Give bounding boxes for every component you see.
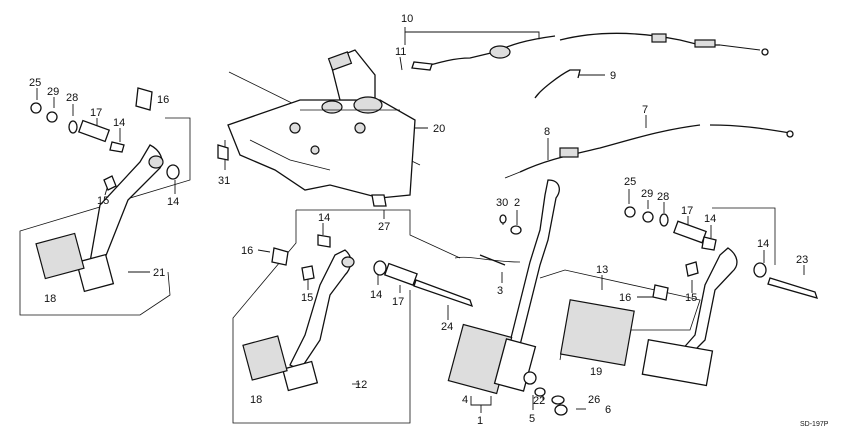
callout-1: 1 [477, 415, 483, 427]
callout-14: 14 [167, 196, 179, 208]
leader-lines [36, 27, 805, 413]
brake-pedal-assembly [217, 144, 474, 392]
callout-9: 9 [610, 70, 616, 82]
callout-10: 10 [401, 13, 413, 25]
callout-13: 13 [596, 264, 608, 276]
callout-14: 14 [757, 238, 769, 250]
callout-8: 8 [544, 126, 550, 138]
callout-29: 29 [47, 86, 59, 98]
callout-11: 11 [395, 46, 406, 58]
callout-21: 21 [153, 267, 165, 279]
callout-18: 18 [250, 394, 262, 406]
callout-labels: 10 11 9 7 8 20 16 25 29 28 17 14 15 14 3… [29, 13, 808, 427]
callout-14: 14 [704, 213, 716, 225]
callout-25: 25 [624, 176, 636, 188]
clutch-cable [411, 32, 769, 71]
callout-22: 22 [533, 395, 545, 407]
diagram-code: SD-197P [800, 421, 829, 428]
callout-17: 17 [681, 205, 693, 217]
callout-23: 23 [796, 254, 808, 266]
callout-7: 7 [642, 104, 648, 116]
callout-28: 28 [66, 92, 78, 104]
callout-14: 14 [113, 117, 125, 129]
callout-19: 19 [590, 366, 602, 378]
callout-16: 16 [157, 94, 169, 106]
callout-12: 12 [355, 379, 367, 391]
callout-30: 30 [496, 197, 508, 209]
callout-15: 15 [301, 292, 313, 304]
callout-18: 18 [44, 293, 56, 305]
cable-clip [534, 69, 581, 99]
callout-26: 26 [588, 394, 600, 406]
callout-24: 24 [441, 321, 453, 333]
callout-27: 27 [378, 221, 390, 233]
callout-29: 29 [641, 188, 653, 200]
callout-15: 15 [685, 292, 697, 304]
callout-2: 2 [514, 197, 520, 209]
callout-14: 14 [370, 289, 382, 301]
group-outlines [19, 71, 776, 424]
callout-14: 14 [318, 212, 330, 224]
callout-17: 17 [392, 296, 404, 308]
callout-31: 31 [218, 175, 230, 187]
auto-brake-pedal-assembly [559, 206, 819, 387]
callout-16: 16 [619, 292, 631, 304]
callout-20: 20 [433, 123, 445, 135]
callout-3: 3 [497, 285, 503, 297]
accelerator-pedal-assembly [447, 179, 568, 416]
callout-25: 25 [29, 77, 41, 89]
callout-6: 6 [605, 404, 611, 416]
callout-15: 15 [97, 195, 109, 207]
pedal-bracket [227, 49, 416, 199]
clutch-pedal-assembly [30, 87, 180, 293]
callout-17: 17 [90, 107, 102, 119]
callout-4: 4 [462, 394, 468, 406]
callout-16: 16 [241, 245, 253, 257]
throttle-cable [504, 124, 794, 179]
callout-28: 28 [657, 191, 669, 203]
callout-5: 5 [529, 413, 535, 425]
